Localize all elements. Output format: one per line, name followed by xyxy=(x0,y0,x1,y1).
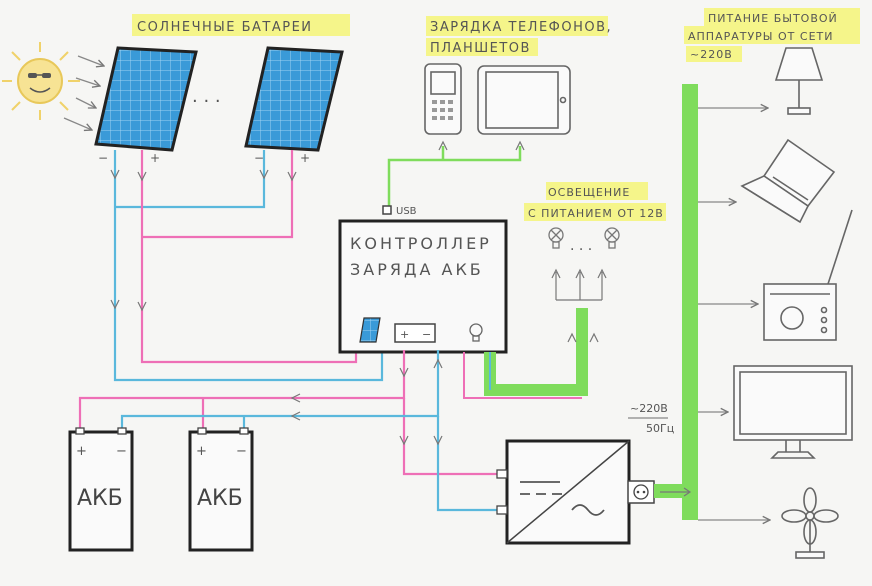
tablet-icon xyxy=(477,65,571,135)
socket-icon xyxy=(627,480,655,504)
power-label-1: ПИТАНИЕ БЫТОВОЙ xyxy=(708,12,838,25)
ac-link xyxy=(654,484,682,498)
usb-label: USB xyxy=(396,206,417,217)
svg-text:−: − xyxy=(236,444,247,459)
power-label-2: АППАРАТУРЫ ОТ СЕТИ xyxy=(688,30,833,43)
panel-ellipsis: . . . xyxy=(192,86,221,107)
lighting-label-1: ОСВЕЩЕНИЕ xyxy=(548,186,630,199)
battery-1-label: АКБ xyxy=(77,486,123,511)
controller-battery-terminal-icon: + − xyxy=(394,323,436,343)
solar-label: СОЛНЕЧНЫЕ БАТАРЕИ xyxy=(137,20,313,35)
charging-label-1: ЗАРЯДКА ТЕЛЕФОНОВ, xyxy=(430,20,612,35)
lamp-ellipsis: . . . xyxy=(570,238,592,254)
power-voltage-label: ~220В xyxy=(690,48,733,61)
solar-panel-icon xyxy=(244,46,344,152)
laptop-icon xyxy=(740,138,836,224)
solar-panel-icon xyxy=(94,46,198,152)
svg-text:−: − xyxy=(116,444,127,459)
monitor-icon xyxy=(733,365,853,459)
charging-label-2: ПЛАНШЕТОВ xyxy=(430,41,531,56)
fan-icon xyxy=(781,487,839,559)
lamp-icon xyxy=(774,47,824,115)
battery-2: + − АКБ xyxy=(188,427,254,552)
bulb-icon xyxy=(604,227,620,249)
lighting-feed-lines xyxy=(551,268,607,301)
battery-1: + − АКБ xyxy=(68,427,134,552)
battery-2-label: АКБ xyxy=(197,486,243,511)
svg-text:+: + xyxy=(76,444,87,459)
panel1-minus: − xyxy=(98,151,108,165)
inverter-output-voltage: ~220В xyxy=(630,402,668,415)
controller-load-bulb-icon xyxy=(469,323,483,342)
phone-icon xyxy=(424,63,462,135)
sun-icon xyxy=(2,42,80,120)
controller-solar-terminal-icon xyxy=(359,317,381,343)
controller-label-1: КОНТРОЛЛЕР xyxy=(350,234,492,253)
panel2-plus: + xyxy=(300,151,310,165)
bulb-icon xyxy=(548,227,564,249)
svg-text:+: + xyxy=(400,328,409,341)
inverter xyxy=(496,439,631,545)
battery-wires xyxy=(78,350,500,512)
inverter-output-frequency: 50Гц xyxy=(646,422,674,435)
usb-wire xyxy=(387,146,522,206)
svg-text:+: + xyxy=(196,444,207,459)
svg-text:−: − xyxy=(422,328,431,341)
lighting-label-2: С ПИТАНИЕМ ОТ 12В xyxy=(528,207,664,220)
controller-label-2: ЗАРЯДА АКБ xyxy=(350,260,484,279)
radio-icon xyxy=(763,209,853,341)
solar-label-highlight xyxy=(132,14,350,36)
solar-wires xyxy=(113,150,384,382)
panel1-plus: + xyxy=(150,151,160,165)
panel2-minus: − xyxy=(254,151,264,165)
ac-feed-lines xyxy=(698,108,770,520)
ac-bus xyxy=(682,84,698,520)
